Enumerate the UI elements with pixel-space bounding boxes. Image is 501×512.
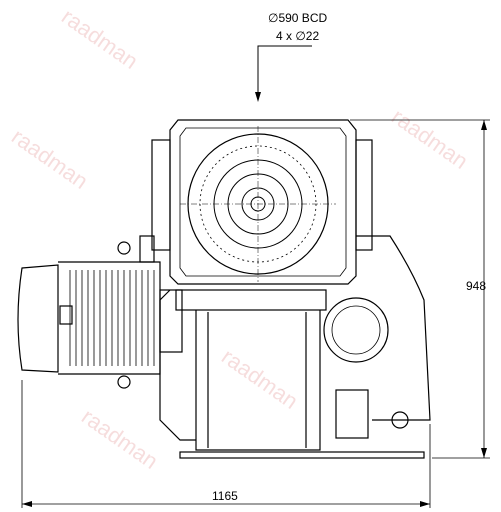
watermark-bottom: raadman (77, 404, 162, 474)
motor (17, 241, 183, 389)
bcd-annotation: ∅590 BCD 4 x ∅22 (255, 11, 327, 102)
leader-line (257, 45, 312, 100)
watermark-right: raadman (387, 104, 472, 174)
bcd-label: ∅590 BCD (268, 11, 327, 25)
leader-arrow (255, 92, 261, 102)
width-label: 1165 (212, 489, 238, 503)
height-label: 948 (466, 279, 486, 293)
watermark-top: raadman (57, 4, 142, 74)
width-dimension: 1165 (21, 380, 431, 508)
gearbox-body (139, 119, 431, 459)
height-dimension: 948 (350, 119, 490, 459)
watermark-group: raadman raadman raadman raadman raadman (7, 4, 472, 474)
output-flange (180, 126, 336, 282)
watermark-left: raadman (7, 124, 92, 194)
side-unit (323, 297, 409, 439)
watermark-center: raadman (217, 344, 302, 414)
holes-label: 4 x ∅22 (276, 29, 319, 43)
